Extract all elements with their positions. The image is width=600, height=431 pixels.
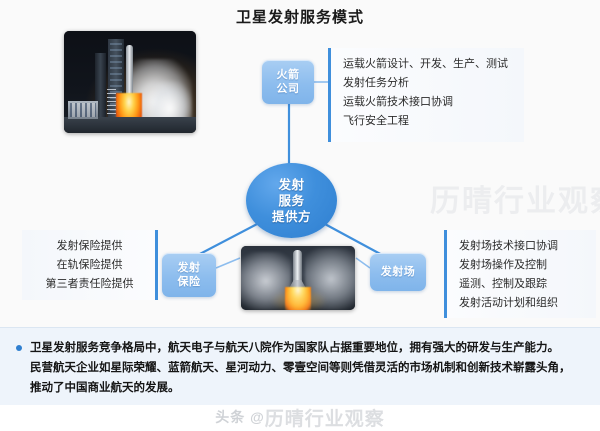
panel-insurance-line: 发射保险提供	[56, 240, 123, 252]
node-rocket-company-label: 火箭公司	[276, 69, 300, 95]
page-title: 卫星发射服务模式	[235, 9, 364, 26]
node-launch-site[interactable]: 发射场	[370, 253, 426, 291]
hub-node-launch-service-provider[interactable]: 发射服务提供方	[246, 163, 337, 238]
panel-rocket-line: 发射任务分析	[343, 77, 409, 89]
node-launch-site-label: 发射场	[380, 266, 416, 278]
footer-bar	[0, 405, 600, 429]
panel-rocket-line: 飞行安全工程	[343, 115, 409, 127]
panel-launch-insurance: 发射保险提供 在轨保险提供 第三者责任险提供	[22, 230, 158, 300]
panel-rocket-line: 运载火箭技术接口协调	[343, 96, 453, 108]
note-line-3: 推动了中国商业航天的发展。	[30, 382, 180, 394]
panel-site-line: 发射场操作及控制	[459, 259, 547, 271]
note-line-2: 民营航天企业如星际荣耀、蓝箭航天、星河动力、零壹空间等则凭借灵活的市场机制和创新…	[30, 362, 571, 374]
panel-insurance-line: 第三者责任险提供	[45, 278, 134, 290]
bottom-note: 卫星发射服务竞争格局中，航天电子与航天八院作为国家队占据重要地位，拥有强大的研发…	[0, 327, 600, 406]
node-launch-insurance[interactable]: 发射保险	[162, 253, 216, 297]
node-rocket-company[interactable]: 火箭公司	[262, 60, 314, 104]
panel-rocket-line: 运载火箭设计、开发、生产、测试	[343, 58, 508, 70]
rocket-liftoff-photo	[241, 246, 355, 310]
panel-site-line: 发射活动计划和组织	[459, 297, 558, 309]
panel-rocket-company: 运载火箭设计、开发、生产、测试 发射任务分析 运载火箭技术接口协调 飞行安全工程	[328, 48, 524, 142]
note-line-1: 卫星发射服务竞争格局中，航天电子与航天八院作为国家队占据重要地位，拥有强大的研发…	[30, 342, 559, 354]
node-launch-insurance-label: 发射保险	[177, 262, 201, 288]
panel-site-line: 遥测、控制及跟踪	[459, 278, 547, 290]
hub-node-label: 发射服务提供方	[271, 177, 311, 224]
panel-insurance-line: 在轨保险提供	[56, 259, 123, 271]
bullet-icon	[16, 345, 22, 351]
rocket-launch-pad-photo	[64, 31, 196, 133]
panel-launch-site: 发射场技术接口协调 发射场操作及控制 遥测、控制及跟踪 发射活动计划和组织	[444, 230, 596, 318]
panel-site-line: 发射场技术接口协调	[459, 240, 558, 252]
